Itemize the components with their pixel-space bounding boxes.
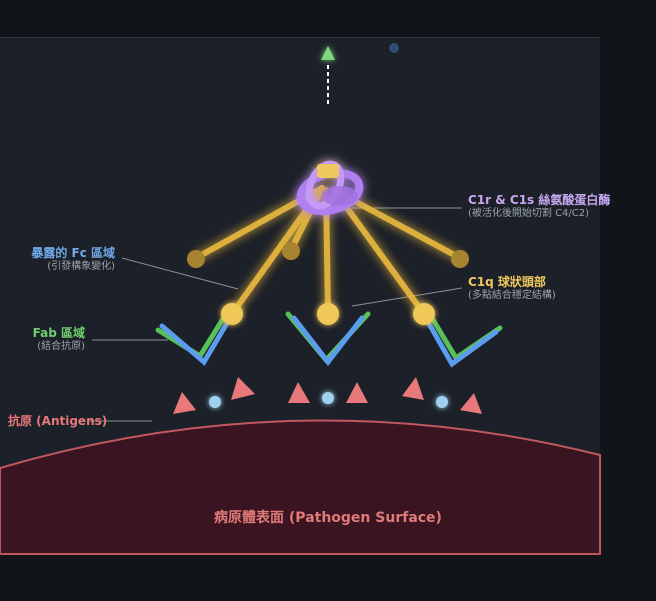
label-c1r-c1s: C1r & C1s 絲氨酸蛋白酶 (被活化後開始切割 C4/C2) [468,193,610,221]
antigen-triangle-icon [231,377,255,400]
globular-head-icon [413,303,435,325]
label-antigens: 抗原 (Antigens) [8,414,107,429]
c1q-arm-right [331,187,427,317]
diagram-stage: C1r & C1s 絲氨酸蛋白酶 (被活化後開始切割 C4/C2) 暴露的 Fc… [0,0,611,601]
antibody-right [425,315,503,368]
arrow-up-icon [321,46,335,104]
c1q-head-back-mid [282,242,300,260]
label-c1r-c1s-subtitle: (被活化後開始切割 C4/C2) [468,208,590,219]
label-fc-region: 暴露的 Fc 區域 (引發構象變化) [31,246,115,274]
top-bar [0,0,600,38]
pathogen-surface [0,419,601,555]
antibody-center [285,311,371,367]
label-fc-subtitle: (引發構象變化) [47,261,115,272]
protease-coil-icon [296,160,364,216]
antibody-left [155,311,233,366]
antigen-triangle-icon [346,382,368,403]
leader-lines [90,207,463,422]
globular-head-icon [221,303,243,325]
label-c1q-heads: C1q 球狀頭部 (多點結合穩定結構) [468,275,556,303]
label-fab-region: Fab 區域 (結合抗原) [33,326,85,354]
c1q-head-back-right [451,250,469,268]
leader-c1q [351,287,463,307]
label-fab-subtitle: (結合抗原) [37,341,85,352]
antigen-triangle-icon [173,392,196,414]
label-antigens-title: 抗原 (Antigens) [8,414,108,428]
label-c1r-c1s-title: C1r & C1s 絲氨酸蛋白酶 [468,193,611,207]
antigen-triangle-icon [460,393,482,414]
label-fc-title: 暴露的 Fc 區域 [31,246,115,260]
antigen-dot [436,396,448,408]
c1q-head-back-left [187,250,205,268]
antigen-dot [322,392,334,404]
bottom-bar [0,554,600,601]
label-c1q-title: C1q 球狀頭部 [468,275,546,289]
leader-fc [121,257,239,290]
antigen-triangle-icon [402,377,424,400]
antigen-dot [209,396,221,408]
globular-head-icon [317,303,339,325]
indicator-dot [389,43,399,53]
complement-diagram [0,43,601,555]
label-pathogen-surface: 病原體表面 (Pathogen Surface) [214,510,442,526]
antigen-triangle-icon [288,382,310,403]
antigens [173,377,482,414]
label-fab-title: Fab 區域 [32,326,85,340]
label-c1q-subtitle: (多點結合穩定結構) [468,290,556,301]
